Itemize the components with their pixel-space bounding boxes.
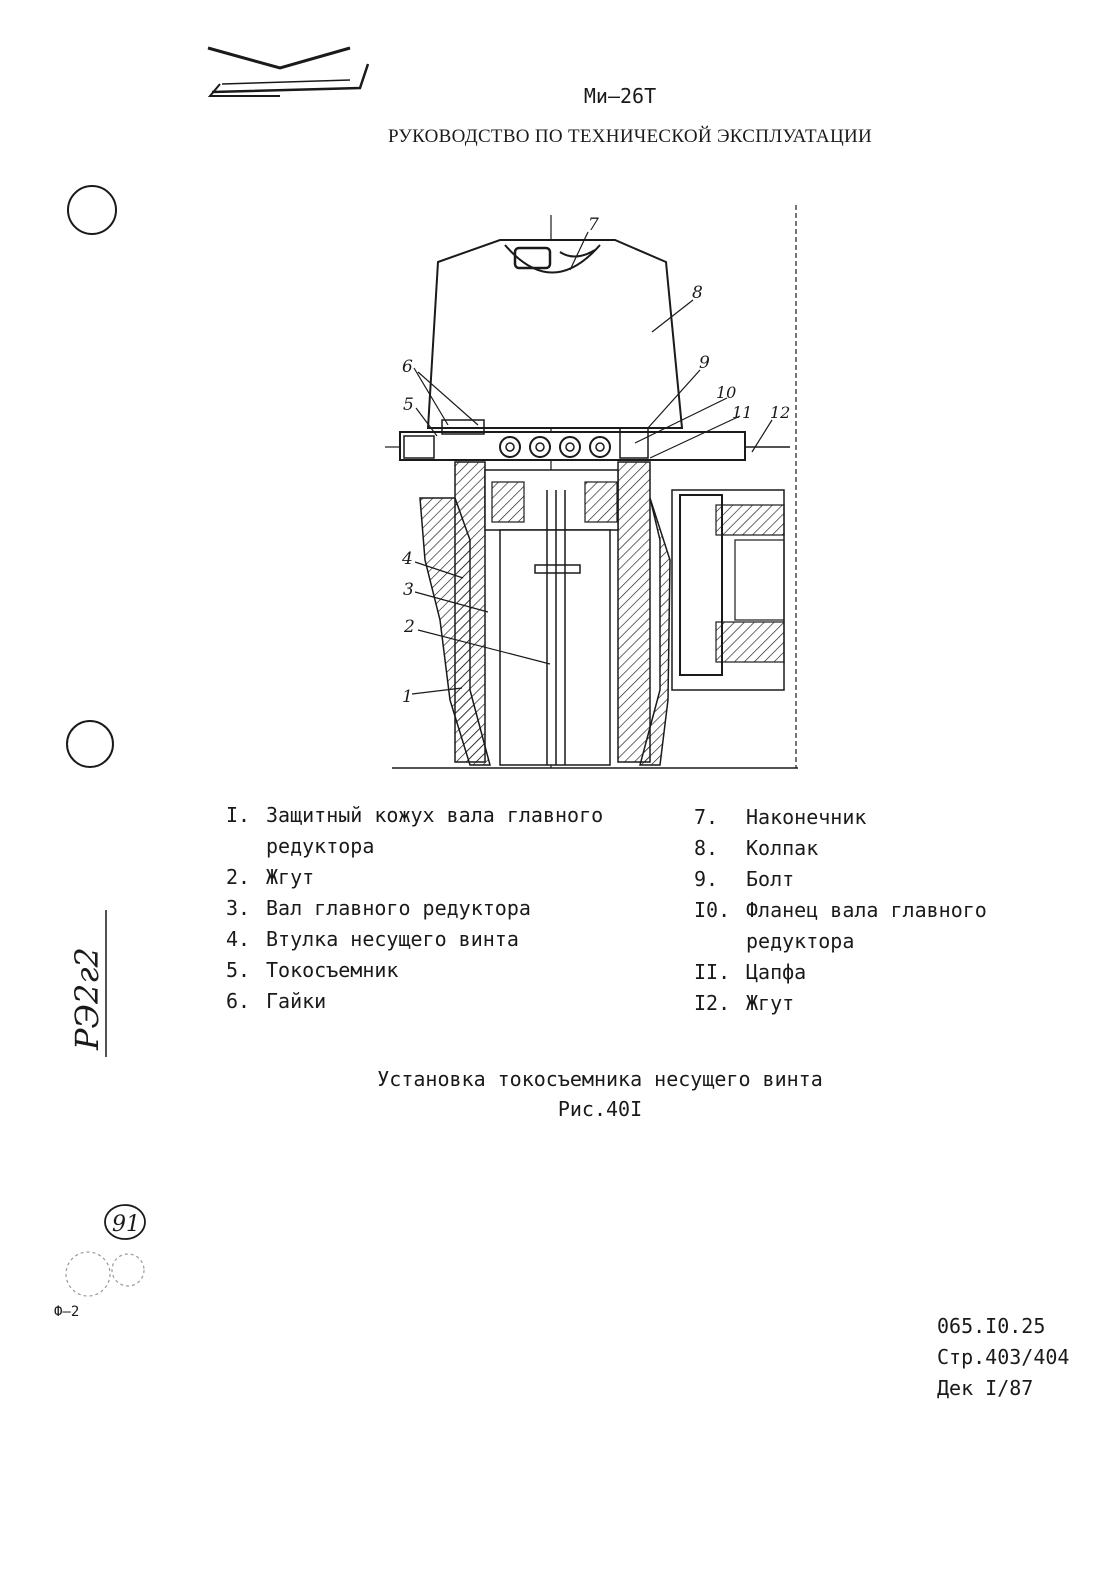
document-code: 065.I0.25: [937, 1314, 1046, 1338]
legend-item: 3.Вал главного редуктора: [226, 896, 531, 920]
callout-3: 3: [403, 580, 414, 600]
punch-hole-top: [67, 185, 117, 235]
figure-caption: Установка токосъемника несущего винта Ри…: [300, 1064, 900, 1124]
legend-item: I2.Жгут: [694, 991, 795, 1015]
legend-item-continuation: редуктора: [266, 834, 375, 858]
callout-12: 12: [770, 403, 790, 422]
page-stamp-text: 91: [112, 1212, 140, 1237]
legend-item: 6.Гайки: [226, 989, 327, 1013]
legend-item: II.Цапфа: [694, 960, 807, 984]
form-mark: Ф–2: [54, 1304, 80, 1320]
callout-4: 4: [401, 549, 413, 569]
legend-item-continuation: редуктора: [746, 929, 855, 953]
legend-item: 7.Наконечник: [694, 805, 867, 829]
figure-number: Рис.40I: [557, 1097, 643, 1121]
legend-item: I0.Фланец вала главного: [694, 898, 987, 922]
legend-item: 8.Колпак: [694, 836, 819, 860]
page-number-stamp: 91: [104, 1204, 146, 1240]
callout-9: 9: [699, 353, 710, 373]
callout-1: 1: [402, 687, 413, 707]
callout-11: 11: [732, 403, 752, 422]
manual-title: РУКОВОДСТВО ПО ТЕХНИЧЕСКОЙ ЭКСПЛУАТАЦИИ: [387, 126, 873, 147]
legend-item: 2.Жгут: [226, 865, 315, 889]
document-info: 065.I0.25 Стр.403/404 Дек I/87: [937, 1311, 1069, 1404]
callout-7: 7: [588, 215, 599, 235]
legend-right: 7.Наконечник 8.Колпак 9.Болт I0.Фланец в…: [694, 802, 987, 1019]
handwritten-side-code: РЭ2г2: [68, 910, 107, 1057]
legend-left: I.Защитный кожух вала главного редуктора…: [226, 800, 603, 1017]
callout-8: 8: [692, 283, 703, 303]
caption-title: Установка токосъемника несущего винта: [377, 1067, 823, 1091]
faint-stamp-mark: [65, 1251, 145, 1297]
legend-item: I.Защитный кожух вала главного: [226, 803, 604, 827]
legend-item: 9.Болт: [694, 867, 795, 891]
page-range: Стр.403/404: [937, 1345, 1070, 1369]
legend-item: 5.Токосъемник: [226, 958, 399, 982]
technical-drawing: 7 8 9 10 11 12 6 5 4 3 2 1: [385, 205, 798, 769]
callout-10: 10: [716, 383, 736, 402]
callout-2: 2: [403, 617, 415, 637]
corner-logo-mark: [207, 46, 370, 97]
legend-item: 4.Втулка несущего винта: [226, 927, 519, 951]
callout-6: 6: [402, 357, 413, 377]
model-title: Ми–26Т: [583, 84, 657, 108]
punch-hole-bottom: [66, 720, 114, 768]
callout-5: 5: [403, 395, 414, 415]
side-code-text: РЭ2г2: [68, 947, 106, 1051]
revision-date: Дек I/87: [937, 1376, 1034, 1400]
